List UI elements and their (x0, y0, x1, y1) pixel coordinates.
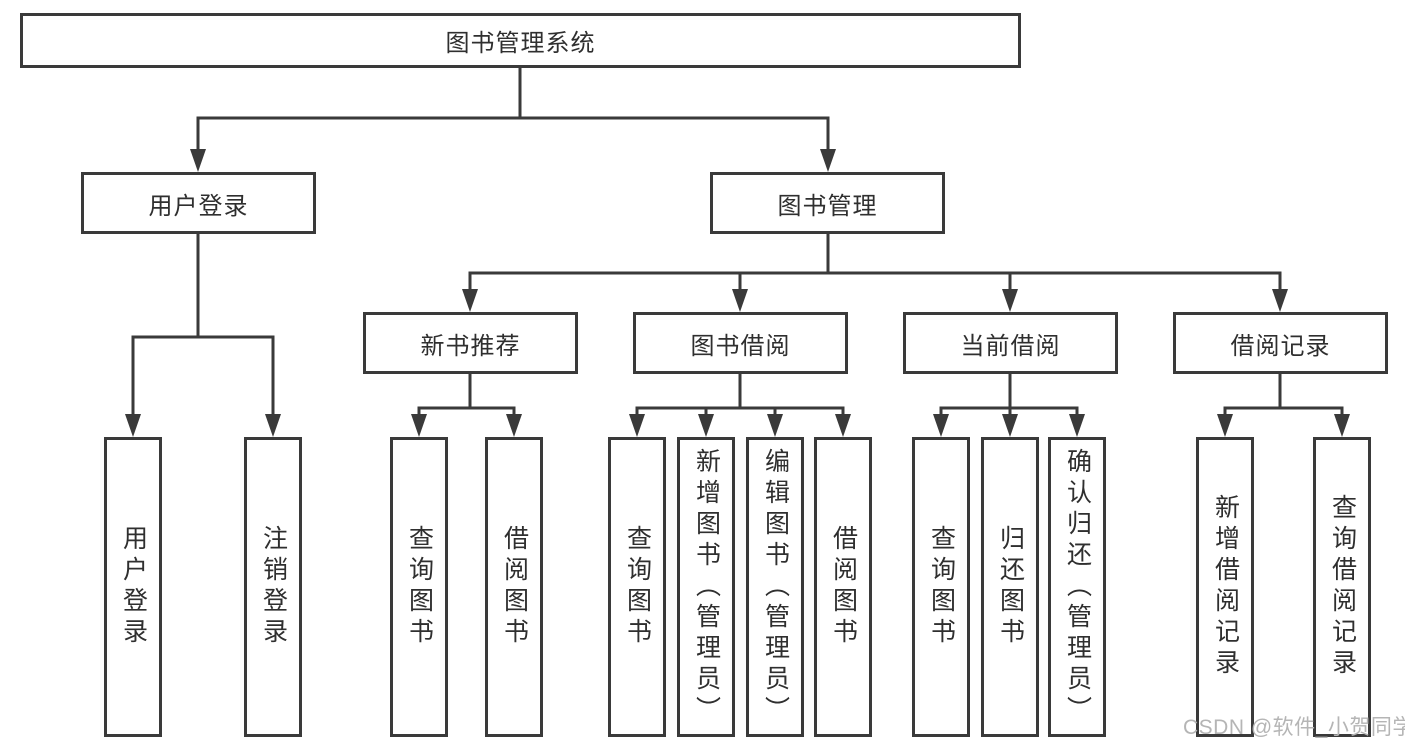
node-label: 查询图书 (927, 525, 956, 649)
leaf-bb-add-books-admin: 新增图书（管理员） (677, 437, 735, 737)
arrowhead (125, 414, 141, 437)
leaf-bb-borrow-books: 借阅图书 (814, 437, 872, 737)
arrowhead (835, 414, 851, 437)
node-label: 查询借阅记录 (1328, 494, 1357, 680)
node-label: 图书管理 (777, 192, 878, 220)
node-borrowing-records: 借阅记录 (1173, 312, 1388, 374)
node-label: 查询图书 (623, 525, 652, 649)
node-label: 用户登录 (119, 525, 148, 649)
edge-nbr-rail (417, 406, 516, 416)
node-label: 归还图书 (996, 525, 1025, 649)
leaf-logout: 注销登录 (244, 437, 302, 737)
arrowhead (698, 414, 714, 437)
edge-br-rail (1223, 406, 1344, 416)
node-label: 借阅记录 (1230, 332, 1331, 360)
arrowhead (1334, 414, 1350, 437)
arrowhead (1002, 414, 1018, 437)
node-label: 查询图书 (405, 525, 434, 649)
leaf-user-login: 用户登录 (104, 437, 162, 737)
edge-bb-rail (635, 406, 845, 416)
node-label: 新书推荐 (420, 332, 521, 360)
arrowhead (190, 149, 206, 172)
arrowhead (506, 414, 522, 437)
csdn-watermark: CSDN @软件_小贺同学 (1183, 716, 1405, 739)
leaf-nbr-query-books: 查询图书 (390, 437, 448, 737)
node-label: 图书借阅 (690, 332, 791, 360)
leaf-bb-edit-books-admin: 编辑图书（管理员） (746, 437, 804, 737)
arrowhead (462, 289, 478, 312)
arrowhead (629, 414, 645, 437)
arrowhead (933, 414, 949, 437)
leaf-cb-return-books: 归还图书 (981, 437, 1039, 737)
node-label: 用户登录 (148, 192, 249, 220)
arrowhead (265, 414, 281, 437)
node-label: 新增借阅记录 (1211, 494, 1240, 680)
node-label: 借阅图书 (500, 525, 529, 649)
node-label: 图书管理系统 (445, 30, 596, 57)
node-label: 当前借阅 (960, 332, 1061, 360)
arrowhead (767, 414, 783, 437)
leaf-cb-query-books: 查询图书 (912, 437, 970, 737)
edge-bookmgmt-rail (468, 271, 1282, 291)
arrowhead (411, 414, 427, 437)
leaf-nbr-borrow-books: 借阅图书 (485, 437, 543, 737)
arrowhead (1217, 414, 1233, 437)
node-label: 新增图书（管理员） (692, 447, 721, 727)
leaf-br-add-record: 新增借阅记录 (1196, 437, 1254, 737)
arrowhead (820, 149, 836, 172)
leaf-cb-confirm-return-admin: 确认归还（管理员） (1048, 437, 1106, 737)
node-label: 编辑图书（管理员） (761, 447, 790, 727)
node-new-book-recommendation: 新书推荐 (363, 312, 578, 374)
edge-userlogin-rail (131, 335, 275, 416)
node-label: 注销登录 (259, 525, 288, 649)
leaf-br-query-record: 查询借阅记录 (1313, 437, 1371, 737)
leaf-bb-query-books: 查询图书 (608, 437, 666, 737)
node-root-system: 图书管理系统 (20, 13, 1021, 68)
arrowhead (1272, 289, 1288, 312)
node-label: 借阅图书 (829, 525, 858, 649)
branch-user-login: 用户登录 (81, 172, 316, 234)
arrowhead (732, 289, 748, 312)
arrowhead (1069, 414, 1085, 437)
node-label: 确认归还（管理员） (1063, 447, 1092, 727)
arrowhead (1002, 289, 1018, 312)
branch-book-management: 图书管理 (710, 172, 945, 234)
node-book-borrowing: 图书借阅 (633, 312, 848, 374)
node-current-borrowing: 当前借阅 (903, 312, 1118, 374)
edge-root-rail (196, 116, 830, 151)
